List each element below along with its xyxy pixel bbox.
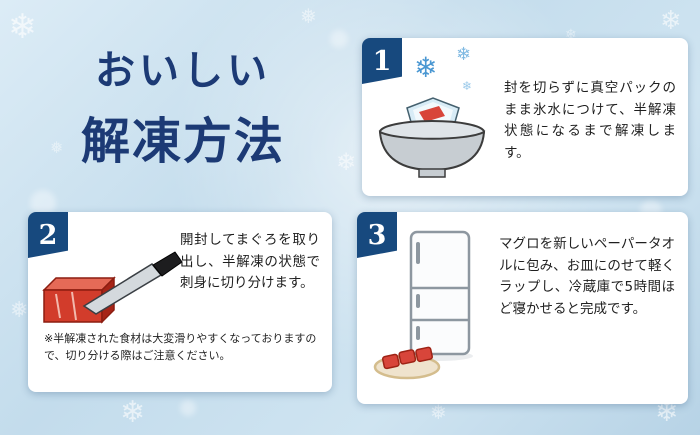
fish-fillet	[419, 106, 445, 122]
fridge-handle	[416, 242, 420, 264]
snowflake-icon: ❄	[565, 27, 577, 43]
knife-handle	[152, 251, 183, 277]
bowl-foot	[418, 168, 446, 178]
bokeh-light	[330, 30, 348, 48]
step-card-2: 2 開封してまぐろを取り出し、半解凍の状態で刺身に切り分けます。 ※半解凍された…	[28, 212, 332, 392]
bokeh-light	[180, 400, 196, 416]
step-2-text: 開封してまぐろを取り出し、半解凍の状態で刺身に切り分けます。	[180, 232, 320, 292]
fridge-handle	[416, 326, 420, 340]
title-line-2: 解凍方法	[80, 112, 285, 170]
knife-and-tuna-illustration	[42, 251, 183, 324]
snowflake-icon: ❄	[660, 6, 682, 36]
refrigerator-and-plate-illustration	[373, 230, 473, 380]
step-card-3: 3 マグロを新しいペーパータオルに包み、お皿にのせて軽くラップし、冷蔵庫で5時間…	[357, 212, 688, 404]
refrigerator-body	[409, 230, 471, 356]
page-title: おいしい 解凍方法	[48, 38, 318, 173]
tuna-marbling	[55, 291, 77, 321]
snowflake-icon: ❅	[430, 400, 447, 424]
fridge-handle	[416, 294, 420, 308]
bowl-body	[378, 130, 486, 172]
step-number-badge: 3	[357, 212, 397, 258]
snowflake-icon: ❄	[336, 148, 357, 176]
snowflake-icon: ❄	[456, 44, 472, 65]
title-line-1: おいしい	[95, 47, 271, 94]
snowflake-icon: ❄	[655, 395, 679, 428]
step-card-1: 1 ❄ ❄ ❄ 封を切らずに真空パックのまま氷水につけて、半解凍状態になるまで解…	[362, 38, 688, 196]
snowflake-icon: ❄	[8, 7, 37, 47]
snowflake-icon: ❄	[120, 395, 146, 430]
snowflake-icon: ❅	[10, 298, 29, 323]
step-number-badge: 1	[362, 38, 402, 84]
step-1-text: 封を切らずに真空パックのまま氷水につけて、半解凍状態になるまで解凍します。	[504, 80, 676, 161]
bokeh-light	[30, 190, 56, 216]
snowflake-icon: ❅	[50, 138, 64, 157]
snowflake-icon: ❄	[414, 51, 438, 84]
snowflake-icon: ❄	[462, 79, 473, 93]
step-3-text: マグロを新しいペーパータオルに包み、お皿にのせて軽くラップし、冷蔵庫で5時間ほど…	[499, 236, 675, 317]
snowflake-icon: ❅	[300, 4, 317, 28]
step-number-badge: 2	[28, 212, 68, 258]
ice-water-bowl-illustration	[378, 97, 486, 178]
tuna-slices	[381, 346, 433, 370]
step-2-caution-note: ※半解凍された食材は大変滑りやすくなっておりますので、切り分ける際はご注意くださ…	[44, 332, 317, 363]
